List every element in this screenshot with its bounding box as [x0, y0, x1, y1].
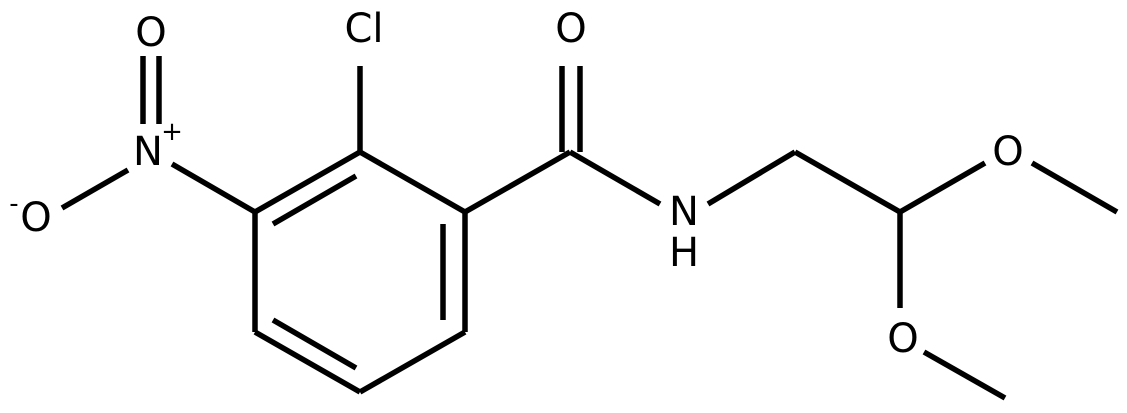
ring-bond-c5-c6 [358, 329, 467, 395]
benzene-ring [252, 149, 468, 395]
chlorine-label: Cl [344, 6, 383, 52]
bond-n-ch2 [706, 149, 797, 207]
bond-c1-carbonyl-c [463, 149, 572, 215]
nitro-oxygen-top-label: O [135, 10, 166, 56]
nitro-nitrogen-label: N [133, 129, 163, 175]
atom-labels: Cl O O N + - O N H O O [9, 6, 1023, 362]
methoxy-oxygen-upper-label: O [992, 129, 1023, 175]
amide-nitrogen-label: N [669, 189, 699, 235]
ring-bond-c2-c3-inner [271, 173, 358, 227]
ring-bond-c2-c3 [253, 149, 362, 215]
nitro-oxygen-bottom-label: O [20, 195, 51, 241]
bond-ch2-ch [793, 149, 902, 215]
amide-hydrogen-label: H [669, 230, 699, 276]
ring-bond-c1-c2 [358, 149, 467, 215]
nitro-oxygen-bottom-charge: - [9, 189, 18, 219]
ring-bond-c4-c5-inner [271, 317, 358, 371]
carbonyl-oxygen-label: O [555, 6, 586, 52]
bond-o-lower-methyl [922, 349, 1007, 401]
ring-bond-c4-c5 [253, 329, 362, 395]
methoxy-oxygen-lower-label: O [887, 316, 918, 362]
bond-c3-nitro-n [170, 161, 257, 215]
bond-o-upper-methyl [1030, 160, 1119, 215]
substituent-bonds [60, 56, 1119, 401]
nitro-nitrogen-charge: + [161, 117, 183, 147]
bond-ch-o-upper [898, 160, 987, 215]
bond-carbonyl-c-n [568, 149, 662, 207]
bond-nitro-n-o-bottom [60, 167, 130, 211]
